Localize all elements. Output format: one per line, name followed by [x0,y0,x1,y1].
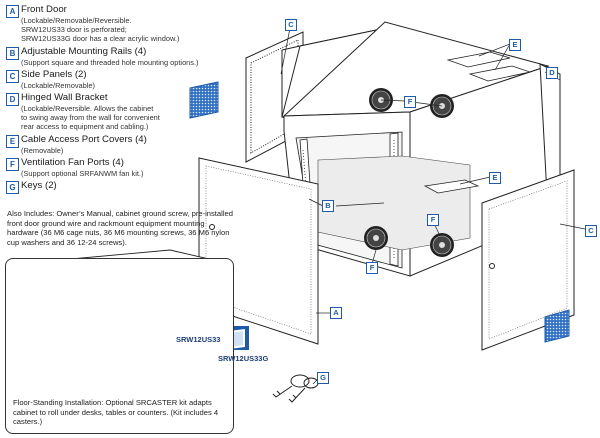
legend-title: Ventilation Fan Ports (4) [21,156,124,168]
callout-c-right-panel: C [585,225,597,237]
legend-badge: E [6,134,19,148]
callout-a-door: A [330,307,342,319]
legend-desc: (Support square and threaded hole mounti… [21,57,199,67]
legend-item-keys: G Keys (2) [6,180,228,195]
legend-desc: (Lockable/Reversible. Allows the cabinet… [21,104,160,132]
legend-badge: F [6,157,19,171]
callout-d-bracket: D [546,67,558,79]
model-label-perforated: SRW12US33 [176,335,221,344]
callout-c-left-panel: C [285,19,297,31]
perforation-swatch-top [189,81,219,119]
legend-item-front-door: A Front Door (Lockable/Removable/Reversi… [6,4,228,44]
legend-desc: (Lockable/Removable/Reversible. SRW12US3… [21,16,180,44]
legend-title: Side Panels (2) [21,68,87,80]
legend-desc: (Lockable/Removable) [21,80,95,90]
right-side-panel [481,169,575,351]
legend-desc: (Removable) [21,145,64,155]
legend-item-mounting-rails: B Adjustable Mounting Rails (4) (Support… [6,46,228,67]
legend-title: Adjustable Mounting Rails (4) [21,45,147,57]
legend-title: Hinged Wall Bracket [21,92,108,104]
legend-item-fan-ports: F Ventilation Fan Ports (4) (Support opt… [6,157,228,178]
model-label-glass: SRW12US33G [218,354,269,363]
legend-title: Cable Access Port Covers (4) [21,133,147,145]
legend-badge: A [6,5,19,18]
perforation-swatch-side [544,309,570,343]
callout-e-inner: E [489,172,501,184]
legend-badge: B [6,46,19,60]
inset-caption: Floor-Standing Installation: Optional SR… [13,398,219,427]
callout-b-rails: B [322,200,334,212]
floor-standing-inset: Floor-Standing Installation: Optional SR… [5,258,234,434]
legend-item-wall-bracket: D Hinged Wall Bracket (Lockable/Reversib… [6,92,228,132]
callout-f-bottom-left: F [366,262,378,274]
legend-title: Keys (2) [21,180,57,192]
also-includes-text: Also Includes: Owner’s Manual, cabinet g… [7,209,233,247]
legend: A Front Door (Lockable/Removable/Reversi… [6,4,228,195]
legend-badge: G [6,181,19,195]
callout-e-top: E [509,39,521,51]
legend-badge: C [6,69,19,83]
bottom-fan-left [364,226,388,250]
callout-g-keys: G [317,372,329,384]
callout-f-bottom-right: F [427,214,439,226]
legend-item-side-panels: C Side Panels (2) (Lockable/Removable) [6,69,228,90]
legend-badge: D [6,93,19,107]
keys-icon [272,374,319,403]
legend-desc: (Support optional SRFANWM fan kit.) [21,168,144,178]
legend-title: Front Door [21,4,67,15]
legend-item-cable-port-covers: E Cable Access Port Covers (4) (Removabl… [6,134,228,155]
bottom-fan-right [430,233,454,257]
leader-lines [280,27,586,385]
callout-f-top-fans: F [404,96,416,108]
